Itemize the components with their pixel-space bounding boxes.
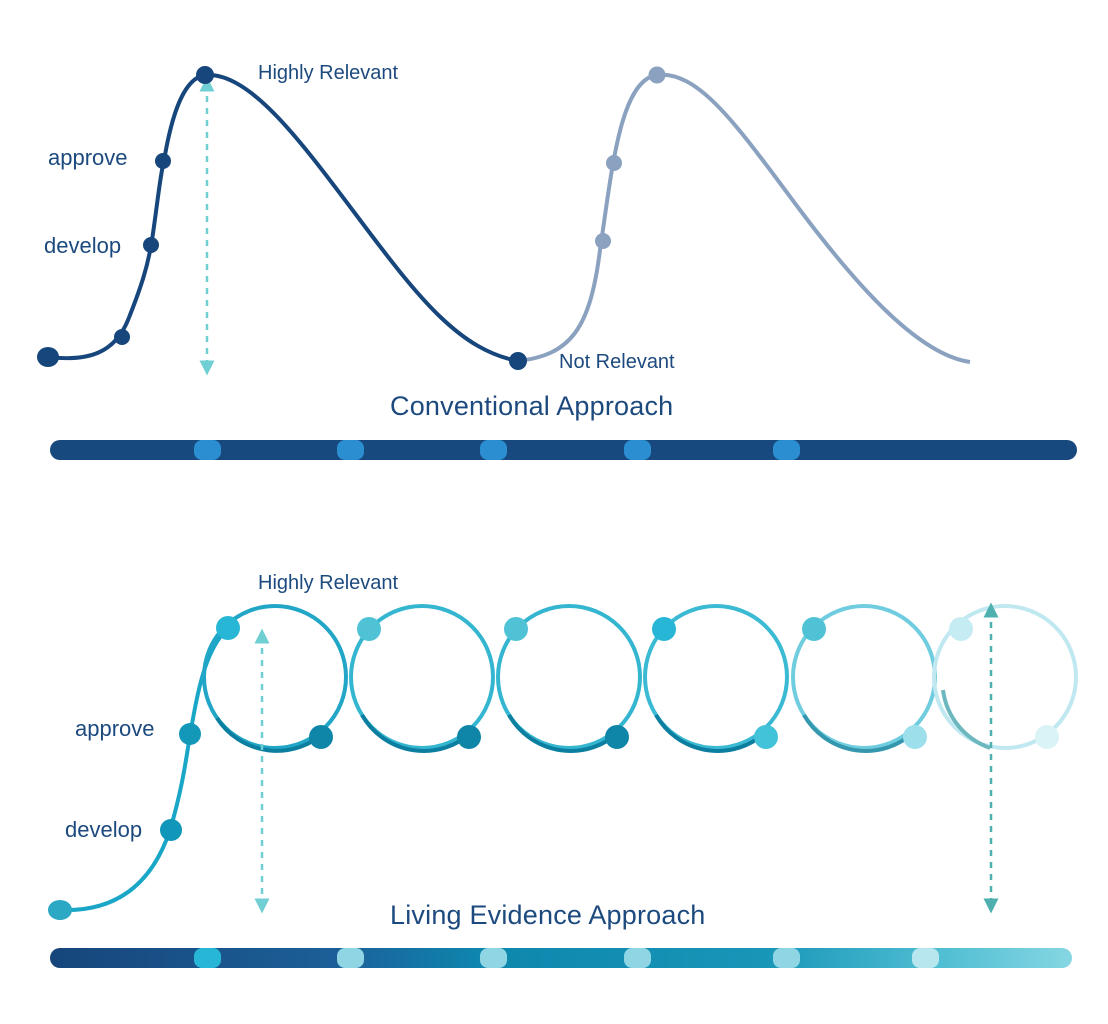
conventional-timeline-bar — [50, 440, 1077, 460]
living-loop — [496, 604, 642, 750]
conventional-point — [114, 329, 130, 345]
timeline-marker — [480, 948, 507, 968]
conventional-approve-label: approve — [48, 145, 128, 170]
living-loop-bottom-point — [754, 725, 778, 749]
living-loop — [932, 604, 1078, 750]
living-loop-top-point — [357, 617, 381, 641]
conventional-faded-peak-point — [648, 66, 666, 84]
timeline-marker — [773, 440, 800, 460]
timeline-marker — [194, 948, 221, 968]
living-peak-label: Highly Relevant — [258, 572, 399, 594]
living-loop-top-point — [504, 617, 528, 641]
living-loop-bottom-point — [457, 725, 481, 749]
living-loop-bottom-point — [1035, 725, 1059, 749]
timeline-marker — [337, 440, 364, 460]
living-loop-bottom-point — [605, 725, 629, 749]
living-title: Living Evidence Approach — [390, 900, 706, 930]
living-loop-top-point — [216, 616, 240, 640]
conventional-develop-point — [143, 237, 159, 253]
conventional-section — [37, 66, 1077, 460]
timeline-marker — [337, 948, 364, 968]
conventional-trough-label: Not Relevant — [559, 351, 675, 373]
conventional-start-point — [37, 347, 59, 367]
conventional-faded-curve — [517, 72, 971, 364]
conventional-faded-point — [606, 155, 622, 171]
living-loop-top-point — [802, 617, 826, 641]
timeline-marker — [912, 948, 939, 968]
conventional-develop-label: develop — [44, 233, 122, 258]
conventional-peak-label: Highly Relevant — [258, 62, 399, 84]
living-section — [48, 602, 1078, 968]
conventional-approve-point — [155, 153, 171, 169]
living-develop-label: develop — [65, 817, 143, 842]
conventional-faded-point — [595, 233, 611, 249]
conventional-main-curve — [47, 72, 519, 363]
living-develop-point — [160, 819, 182, 841]
timeline-marker — [194, 440, 221, 460]
living-loop — [202, 604, 348, 750]
living-loop-top-point — [652, 617, 676, 641]
living-timeline-bar — [50, 948, 1072, 968]
living-loop — [643, 604, 789, 750]
living-loop-bottom-point — [903, 725, 927, 749]
timeline-marker — [480, 440, 507, 460]
living-loop-bottom-point — [309, 725, 333, 749]
timeline-marker — [624, 948, 651, 968]
living-start-point — [48, 900, 72, 920]
conventional-title: Conventional Approach — [390, 391, 674, 421]
timeline-marker — [773, 948, 800, 968]
living-loop-top-point — [949, 617, 973, 641]
living-approve-point — [179, 723, 201, 745]
living-loop — [349, 604, 495, 750]
living-approve-label: approve — [75, 716, 155, 741]
conventional-trough-point — [509, 352, 527, 370]
conventional-peak-point — [196, 66, 214, 84]
timeline-marker — [624, 440, 651, 460]
